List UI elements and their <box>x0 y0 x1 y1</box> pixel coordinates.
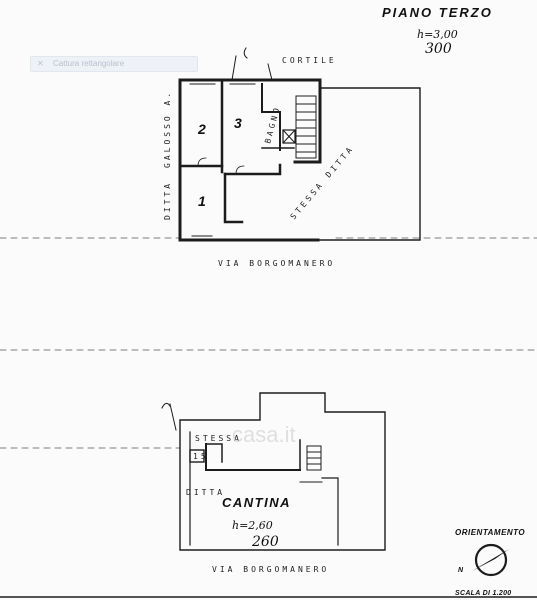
compass-symbol <box>472 543 509 577</box>
cellar-title: CANTINA <box>222 495 291 510</box>
watermark-text: casa.it <box>232 422 296 447</box>
label-ditta-left: DITTA <box>163 181 172 220</box>
capture-tool-chip[interactable]: ✕ Cattura rettangolare <box>30 56 198 72</box>
floor-height-printed: h=3,00 <box>417 28 458 41</box>
top-plan-walls <box>178 47 421 242</box>
cellar-height-printed: h=2,60 <box>232 519 273 532</box>
label-cortile: CORTILE <box>282 56 337 65</box>
cellar-plan-walls <box>161 392 386 551</box>
cellar-unit-number: 15 <box>193 452 209 461</box>
cellar-stair-symbol <box>306 445 322 471</box>
cellar-height-handwritten: 260 <box>251 534 279 550</box>
stair-symbol <box>295 95 317 159</box>
cellar-label-stessa: STESSA <box>195 434 242 443</box>
orientation-title: ORIENTAMENTO <box>455 528 525 537</box>
label-galosso: GALOSSO A. <box>163 90 172 168</box>
floor-height-handwritten: 300 <box>425 41 452 57</box>
capture-tool-label: Cattura rettangolare <box>53 59 125 68</box>
street-label-top: VIA BORGOMANERO <box>218 259 335 268</box>
room-label-1: 1 <box>198 193 206 209</box>
floor-title: PIANO TERZO <box>382 5 493 20</box>
dashed-reference-lines <box>0 237 537 449</box>
scale-text: SCALA DI 1.200 <box>455 590 511 597</box>
close-icon[interactable]: ✕ <box>37 59 44 68</box>
north-letter: N <box>458 567 464 574</box>
street-label-bottom: VIA BORGOMANERO <box>212 565 329 574</box>
room-label-3: 3 <box>234 115 242 131</box>
label-stessa-ditta: STESSA DITTA <box>289 144 356 222</box>
room-label-2: 2 <box>197 121 206 137</box>
cellar-label-ditta: DITTA <box>186 488 225 497</box>
